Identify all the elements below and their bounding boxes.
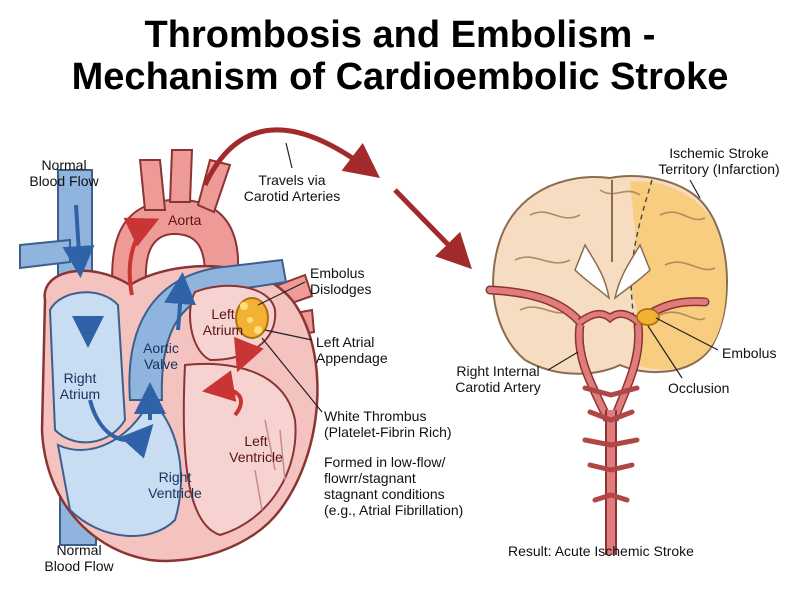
vessel-branches <box>582 385 640 503</box>
label-occlusion: Occlusion <box>668 380 730 396</box>
label-aortic-valve: Aortic Valve <box>133 340 189 372</box>
label-left-ventricle: Left Ventricle <box>225 433 287 465</box>
lateral-ventricles <box>574 243 651 300</box>
leader-ischemic <box>689 179 701 199</box>
label-right-internal-carotid: Right Internal Carotid Artery <box>448 363 548 395</box>
leader-appendage <box>264 329 313 341</box>
circle-of-willis-inner <box>578 311 640 325</box>
label-right-ventricle: Right Ventricle <box>140 469 210 501</box>
label-line: Normal <box>56 542 102 558</box>
leader-white-thrombus <box>261 337 323 413</box>
label-normal-blood-flow-top: Normal Blood Flow <box>20 157 108 189</box>
label-line: Right Internal <box>456 363 540 379</box>
label-line: Normal <box>41 157 87 173</box>
right-internal-carotid-vessel-inner <box>576 324 611 422</box>
label-line: Ventricle <box>229 449 283 465</box>
label-line: Left <box>244 433 268 449</box>
label-line: White Thrombus <box>324 408 427 424</box>
flow-arrow-red-la <box>234 336 264 373</box>
leader-embolus-dislodges <box>257 281 306 306</box>
label-line: Valve <box>144 356 178 372</box>
label-line: Territory (Infarction) <box>658 161 780 177</box>
leader-embolus <box>655 317 719 351</box>
label-line: Appendage <box>316 350 388 366</box>
label-travels-via: Travels via Carotid Arteries <box>232 172 352 204</box>
pulmonary-vein-left <box>19 238 71 270</box>
label-formed-in: Formed in low-flow/ flowrr/stagnant stag… <box>324 454 463 518</box>
flow-arrow-blue-svc <box>62 204 95 278</box>
label-line: Ischemic Stroke <box>669 145 769 161</box>
ventricle-wall-texture <box>254 419 286 511</box>
embolus-travel-arrow-2 <box>393 188 472 270</box>
title-line-1: Thrombosis and Embolism - <box>144 14 656 56</box>
label-line: Right <box>63 370 97 386</box>
right-atrium-chamber <box>48 291 127 444</box>
label-normal-blood-flow-bottom: Normal Blood Flow <box>34 542 124 574</box>
label-left-atrium: Left Atrium <box>200 306 246 338</box>
flow-arrow-blue-rv <box>88 399 154 459</box>
label-line: flowrr/stagnant <box>324 470 416 486</box>
brain-gyri <box>514 189 716 321</box>
left-ventricle-chamber <box>182 362 297 537</box>
brain-illustration <box>485 175 728 555</box>
leader-occlusion <box>647 325 683 379</box>
thrombus-fragment <box>247 317 253 323</box>
leader-travels-via <box>285 142 293 169</box>
label-aorta: Aorta <box>168 212 202 228</box>
flow-arrow-blue-valve <box>164 272 197 331</box>
label-line: Blood Flow <box>44 558 114 574</box>
label-line: Embolus <box>310 265 365 281</box>
heart-illustration <box>19 149 323 563</box>
label-line: Aortic <box>143 340 179 356</box>
label-line: Left <box>211 306 235 322</box>
embolus-travel-arrow <box>202 127 380 187</box>
aorta-branch-3 <box>196 158 232 214</box>
label-line: Carotid Arteries <box>243 188 341 204</box>
aorta-branch-2 <box>168 149 194 203</box>
leader-carotid <box>547 351 579 371</box>
label-line: Blood Flow <box>29 173 99 189</box>
label-result: Result: Acute Ischemic Stroke <box>508 543 694 559</box>
label-line: Left Atrial <box>316 334 375 350</box>
flow-arrow-red-lv <box>202 370 243 417</box>
left-internal-carotid-vessel-inner <box>611 324 642 422</box>
label-right-atrium: Right Atrium <box>52 370 108 402</box>
label-line: Atrium <box>59 386 101 402</box>
label-line: (e.g., Atrial Fibrillation) <box>324 502 464 518</box>
label-white-thrombus: White Thrombus (Platelet-Fibrin Rich) <box>324 408 452 440</box>
label-ischemic-territory: Ischemic Stroke Territory (Infarction) <box>640 145 798 177</box>
infarct-boundary <box>630 179 653 366</box>
label-left-atrial-appendage: Left Atrial Appendage <box>316 334 388 366</box>
label-embolus: Embolus <box>722 345 777 361</box>
label-line: Carotid Artery <box>455 379 541 395</box>
title-line-2: Mechanism of Cardioembolic Stroke <box>71 56 729 98</box>
label-line: Formed in low-flow/ <box>324 454 446 470</box>
label-line: Travels via <box>258 172 326 188</box>
label-line: Atrium <box>202 322 244 338</box>
label-line: Ventricle <box>148 485 202 501</box>
thrombus-fragment <box>240 302 248 310</box>
thrombus-fragment <box>254 326 262 334</box>
flow-arrow-red-aorta <box>123 217 160 296</box>
middle-cerebral-artery-right-inner <box>487 287 583 325</box>
occlusion-embolus <box>636 308 660 326</box>
label-line: stagnant conditions <box>324 486 445 502</box>
label-embolus-dislodges: Embolus Dislodges <box>310 265 371 297</box>
label-line: Right <box>158 469 192 485</box>
aorta-branch-1 <box>138 159 167 211</box>
label-line: (Platelet-Fibrin Rich) <box>324 424 452 440</box>
label-line: Dislodges <box>310 281 372 297</box>
